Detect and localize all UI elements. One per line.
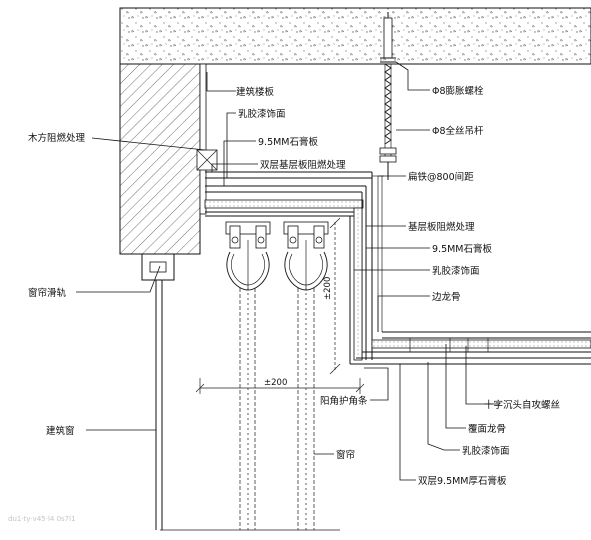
label-curtain: 窗帘 bbox=[336, 449, 355, 461]
dimension-horizontal-label: ±200 bbox=[264, 378, 287, 388]
label-corner-bead: 阳角护角条 bbox=[320, 395, 368, 407]
label-wood-fireproof: 木方阻燃处理 bbox=[28, 132, 86, 144]
dimension-horizontal: ±200 bbox=[195, 378, 365, 394]
dimension-vertical: ±200 bbox=[323, 217, 341, 375]
label-latex-paint-1: 乳胶漆饰面 bbox=[238, 108, 286, 120]
dimension-vertical-label: ±200 bbox=[323, 277, 333, 300]
label-curtain-rail: 窗帘滑轨 bbox=[28, 287, 67, 299]
ceiling-boards bbox=[350, 331, 591, 365]
label-threaded-rod: Φ8全丝吊杆 bbox=[432, 125, 484, 137]
label-cross-screw: 十字沉头自攻螺丝 bbox=[484, 399, 560, 411]
curtain-right bbox=[297, 288, 315, 530]
label-gypsum-1: 9.5MM石膏板 bbox=[258, 136, 319, 148]
expansion-bolt-and-rod bbox=[379, 12, 397, 180]
horizontal-base-boards bbox=[204, 171, 372, 217]
wood-block bbox=[196, 149, 218, 171]
label-gypsum-2: 9.5MM石膏板 bbox=[432, 243, 493, 255]
label-flat-iron: 扁铁@800间距 bbox=[408, 171, 474, 183]
label-cover-keel: 覆面龙骨 bbox=[468, 423, 506, 435]
vertical-side-boards bbox=[349, 172, 384, 364]
floor-slab bbox=[119, 7, 591, 65]
curtain-rail-bracket-left bbox=[225, 221, 271, 291]
leader-lines bbox=[76, 61, 500, 481]
label-building-window: 建筑窗 bbox=[46, 425, 75, 437]
label-latex-paint-2: 乳胶漆饰面 bbox=[432, 265, 480, 277]
label-double-base-fireproof: 双层基层板阻燃处理 bbox=[260, 159, 346, 171]
curtain-left bbox=[239, 288, 256, 530]
window-frame bbox=[141, 253, 175, 530]
label-edge-keel: 边龙骨 bbox=[432, 291, 461, 303]
wall-column bbox=[119, 63, 207, 255]
label-base-fireproof: 基层板阻燃处理 bbox=[408, 221, 475, 233]
curtain-rail-bracket-right bbox=[283, 221, 329, 291]
label-floor-slab: 建筑楼板 bbox=[236, 86, 275, 98]
labels: 建筑楼板 Φ8膨胀螺栓 乳胶漆饰面 木方阻燃处理 9.5MM石膏板 Φ8全丝吊杆… bbox=[28, 85, 560, 487]
label-double-gypsum: 双层9.5MM厚石膏板 bbox=[418, 475, 507, 487]
label-expansion-bolt: Φ8膨胀螺栓 bbox=[432, 85, 484, 97]
label-latex-paint-3: 乳胶漆饰面 bbox=[462, 445, 510, 457]
watermark: du1·ty·v45·l4 0s7l1 bbox=[8, 515, 76, 523]
